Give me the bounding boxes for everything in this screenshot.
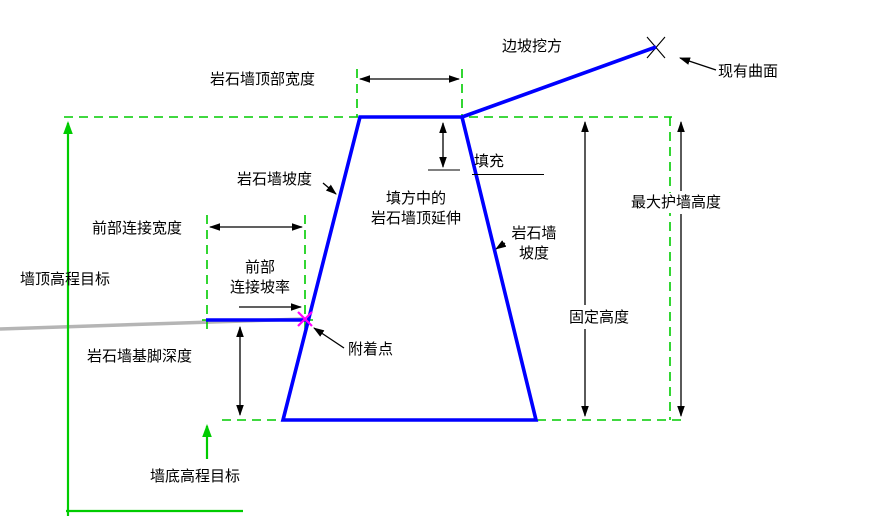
label-wall-slope-left: 岩石墙坡度	[237, 171, 313, 188]
slope-excavation-line	[461, 45, 657, 119]
label-fill-top-extension: 填方中的 岩石墙顶延伸	[370, 190, 461, 227]
label-front-connection-slope: 前部 连接坡率	[229, 259, 290, 296]
label-bottom-elevation-target: 墙底高程目标	[150, 468, 241, 485]
rock-wall-outline	[280, 115, 539, 422]
label-fill: 填充	[472, 152, 545, 175]
label-front-connection-width: 前部连接宽度	[92, 220, 183, 237]
label-max-wall-height: 最大护墙高度	[629, 193, 724, 213]
label-existing-surface: 现有曲面	[718, 63, 779, 80]
label-footing-depth: 岩石墙基脚深度	[87, 348, 193, 365]
wall-slope-right-leader	[495, 240, 507, 250]
existing-surface-leader	[679, 57, 717, 71]
label-top-width: 岩石墙顶部宽度	[210, 71, 316, 88]
label-slope-excavation: 边坡挖方	[502, 38, 563, 55]
wall-slope-left-leader	[322, 182, 337, 195]
attachment-point-marker	[297, 311, 313, 327]
label-wall-slope-right: 岩石墙 坡度	[511, 225, 557, 262]
label-fixed-height: 固定高度	[567, 308, 632, 328]
label-attachment-point: 附着点	[348, 341, 394, 358]
attachment-point-leader	[313, 327, 345, 349]
label-top-elevation-target: 墙顶高程目标	[20, 271, 111, 288]
